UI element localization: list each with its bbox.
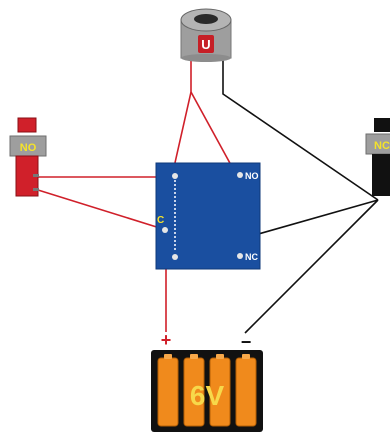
switch-left-pin-2 — [33, 188, 39, 191]
relay-board: NO C NC — [155, 162, 261, 270]
switch-right-label: NC — [374, 140, 390, 152]
relay-terminal-top — [172, 173, 178, 179]
relay-terminal-no — [237, 172, 243, 178]
relay-label-nc: NC — [245, 252, 258, 262]
battery-label: 6V — [190, 380, 225, 411]
battery-cell-tip — [164, 354, 172, 359]
relay-body — [155, 162, 261, 270]
battery-cell-tips — [164, 354, 250, 359]
switch-left-cap — [17, 117, 37, 133]
battery-minus: − — [241, 332, 252, 352]
battery-cell — [235, 357, 257, 427]
switch-left-pin-1 — [33, 174, 39, 177]
switch-right-body — [372, 154, 390, 196]
battery-cell — [157, 357, 179, 427]
magnet-symbol: U — [201, 37, 210, 52]
relay-label-no: NO — [245, 171, 259, 181]
battery-pack: + − 6V — [151, 330, 263, 432]
battery-cell-tip — [242, 354, 250, 359]
battery-plus: + — [161, 330, 172, 350]
wire-switch-right-to-battery-minus — [244, 199, 379, 334]
magnet-core — [194, 14, 218, 24]
battery-cell-tip — [216, 354, 224, 359]
wire-magnet-to-c — [171, 58, 192, 177]
switch-right[interactable]: NC — [365, 118, 390, 196]
battery-cells — [157, 357, 257, 427]
relay-label-c: C — [157, 215, 164, 226]
wire-switch-left-to-relay — [37, 189, 164, 230]
wire-magnet-to-no — [190, 91, 238, 177]
battery-holder — [151, 350, 263, 432]
magnet-bottom-edge — [181, 54, 231, 62]
switch-right-cap — [374, 118, 390, 132]
magnet-symbol-bg — [198, 35, 214, 53]
relay-terminal-bottom — [172, 254, 178, 260]
electromagnet: U — [180, 8, 232, 62]
battery-cell-tip — [190, 354, 198, 359]
switch-left[interactable]: NO — [9, 117, 47, 197]
switch-left-label: NO — [20, 142, 37, 154]
relay-terminal-nc — [237, 253, 243, 259]
relay-terminal-c — [162, 227, 168, 233]
wire-magnet-to-switch-right — [222, 58, 379, 201]
